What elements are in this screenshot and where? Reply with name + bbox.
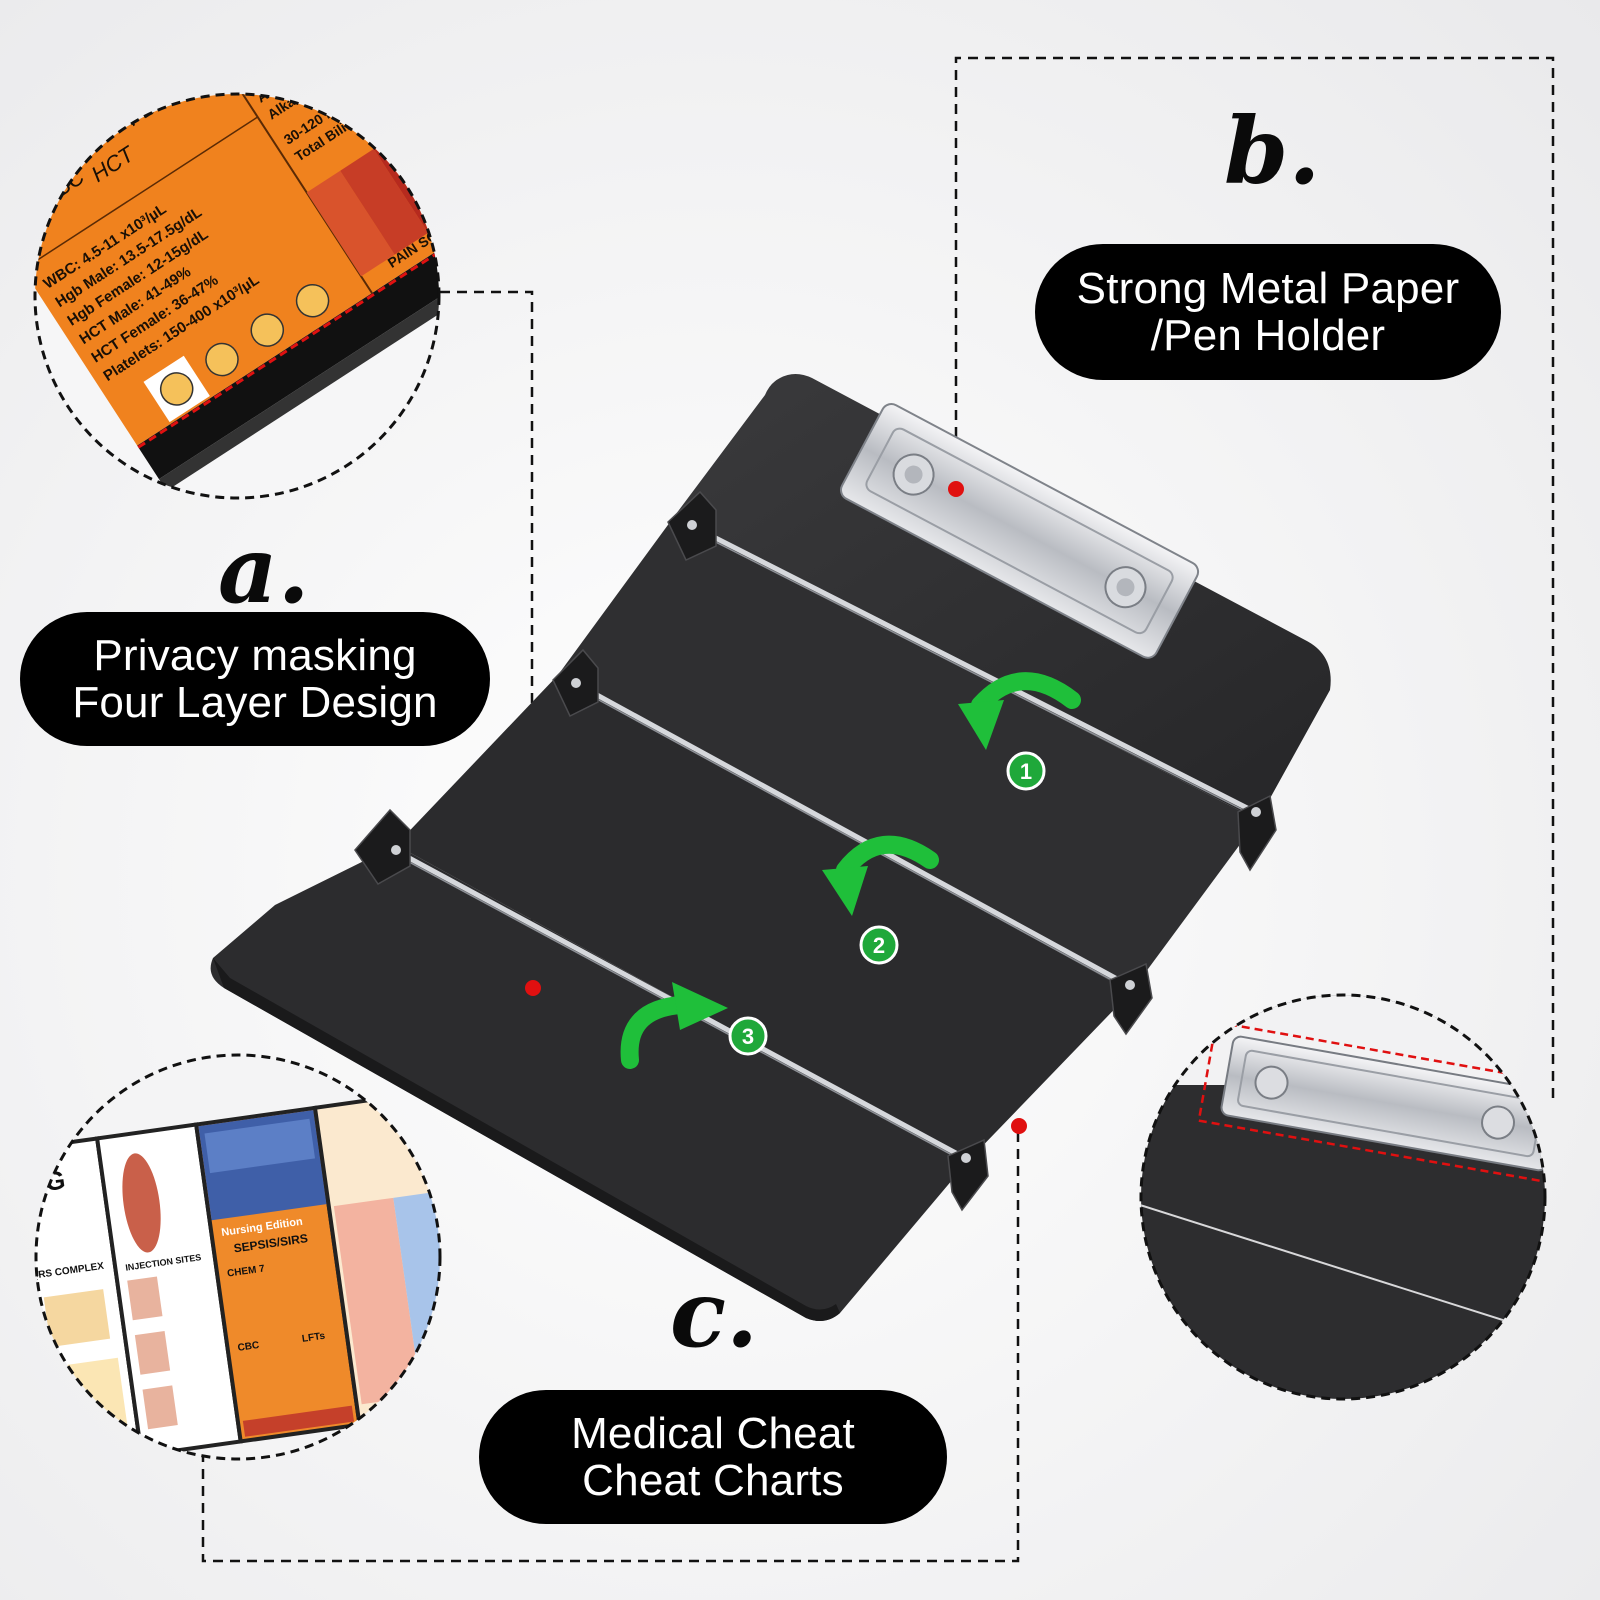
- clipboard-panel-bottom: [210, 845, 969, 1322]
- metal-clip: [840, 403, 1200, 659]
- leader-line-b: [954, 56, 1555, 1100]
- arrow-icon-1: [971, 672, 1081, 714]
- feature-title-a-line-1: Privacy masking: [93, 631, 417, 680]
- feature-title-b-line-2: /Pen Holder: [1150, 311, 1386, 360]
- leader-lines: [201, 56, 1555, 1563]
- step-badge-2: 2: [859, 925, 899, 965]
- step-label-3: 3: [742, 1024, 754, 1049]
- clipboard-panel-2: [558, 518, 1258, 992]
- inset-c-closeup: EG QRS COMPLEX INJECTION SITES Nursing E…: [34, 1053, 442, 1461]
- step-badge-3: 3: [728, 1016, 768, 1056]
- arrow-icon-2: [836, 835, 939, 879]
- feature-letter-c: c.: [670, 1260, 759, 1368]
- marker-dot-a: [525, 980, 541, 996]
- marker-dots: [525, 481, 1027, 1134]
- svg-text:AST: 0-35 IU/L ALT: 0-: AST: 0-35 IU/L ALT: 0-: [254, 15, 382, 106]
- feature-title-a-line-2: Four Layer Design: [72, 678, 438, 727]
- svg-text:Albumin (Alb): 3.5-5: Albumin (Alb): 3.5-5: [243, 3, 363, 89]
- svg-text:Alkaline Phosphatase: Alkaline Phosphatase: [264, 30, 394, 122]
- svg-text:Total Protein: 6-8g/dL: Total Protein: 6-8g/dL: [232, 0, 361, 72]
- feature-letter-b: b.: [1224, 97, 1321, 205]
- feature-pill-b: Strong Metal Paper /Pen Holder: [1035, 244, 1501, 380]
- inset-b-closeup: [1139, 993, 1547, 1401]
- feature-letter-a: a.: [218, 516, 310, 624]
- svg-text:CBC: CBC: [237, 1340, 260, 1354]
- step-label-2: 2: [873, 933, 885, 958]
- feature-pill-c: Medical Cheat Cheat Charts: [479, 1390, 947, 1524]
- feature-title-c-line-2: Cheat Charts: [582, 1456, 844, 1505]
- feature-pill-a: Privacy masking Four Layer Design: [20, 612, 490, 746]
- step-badge-1: 1: [1006, 751, 1046, 791]
- step-label-1: 1: [1020, 759, 1032, 784]
- marker-dot-b: [948, 481, 964, 497]
- step-badges: 1 2 3: [728, 751, 1046, 1056]
- fold-arrows: [620, 672, 1081, 1069]
- feature-title-c-line-1: Medical Cheat: [571, 1409, 855, 1458]
- marker-dot-c: [1011, 1118, 1027, 1134]
- svg-text:CBC: CBC: [0, 154, 30, 201]
- clipboard-panel-top: [673, 374, 1331, 820]
- leader-line-a: [440, 290, 534, 986]
- clipboard-panel-3: [396, 675, 1131, 1160]
- leader-line-c: [201, 1125, 1020, 1563]
- svg-text:LFTs: LFTs: [301, 1331, 326, 1345]
- feature-title-b-line-1: Strong Metal Paper: [1076, 264, 1460, 313]
- inset-a-closeup: CBC Hgb WBC HCT PLT WBC: 4.5-11 x10³/µL …: [0, 0, 441, 500]
- svg-text:Ca: 8.5-10.5mg/dL: Ca: 8.5-10.5mg/dL: [221, 0, 331, 55]
- svg-text:CHEM 7: CHEM 7: [227, 1263, 266, 1279]
- clipboard: 1 2 3: [210, 374, 1331, 1322]
- arrow-icon-3: [620, 996, 689, 1069]
